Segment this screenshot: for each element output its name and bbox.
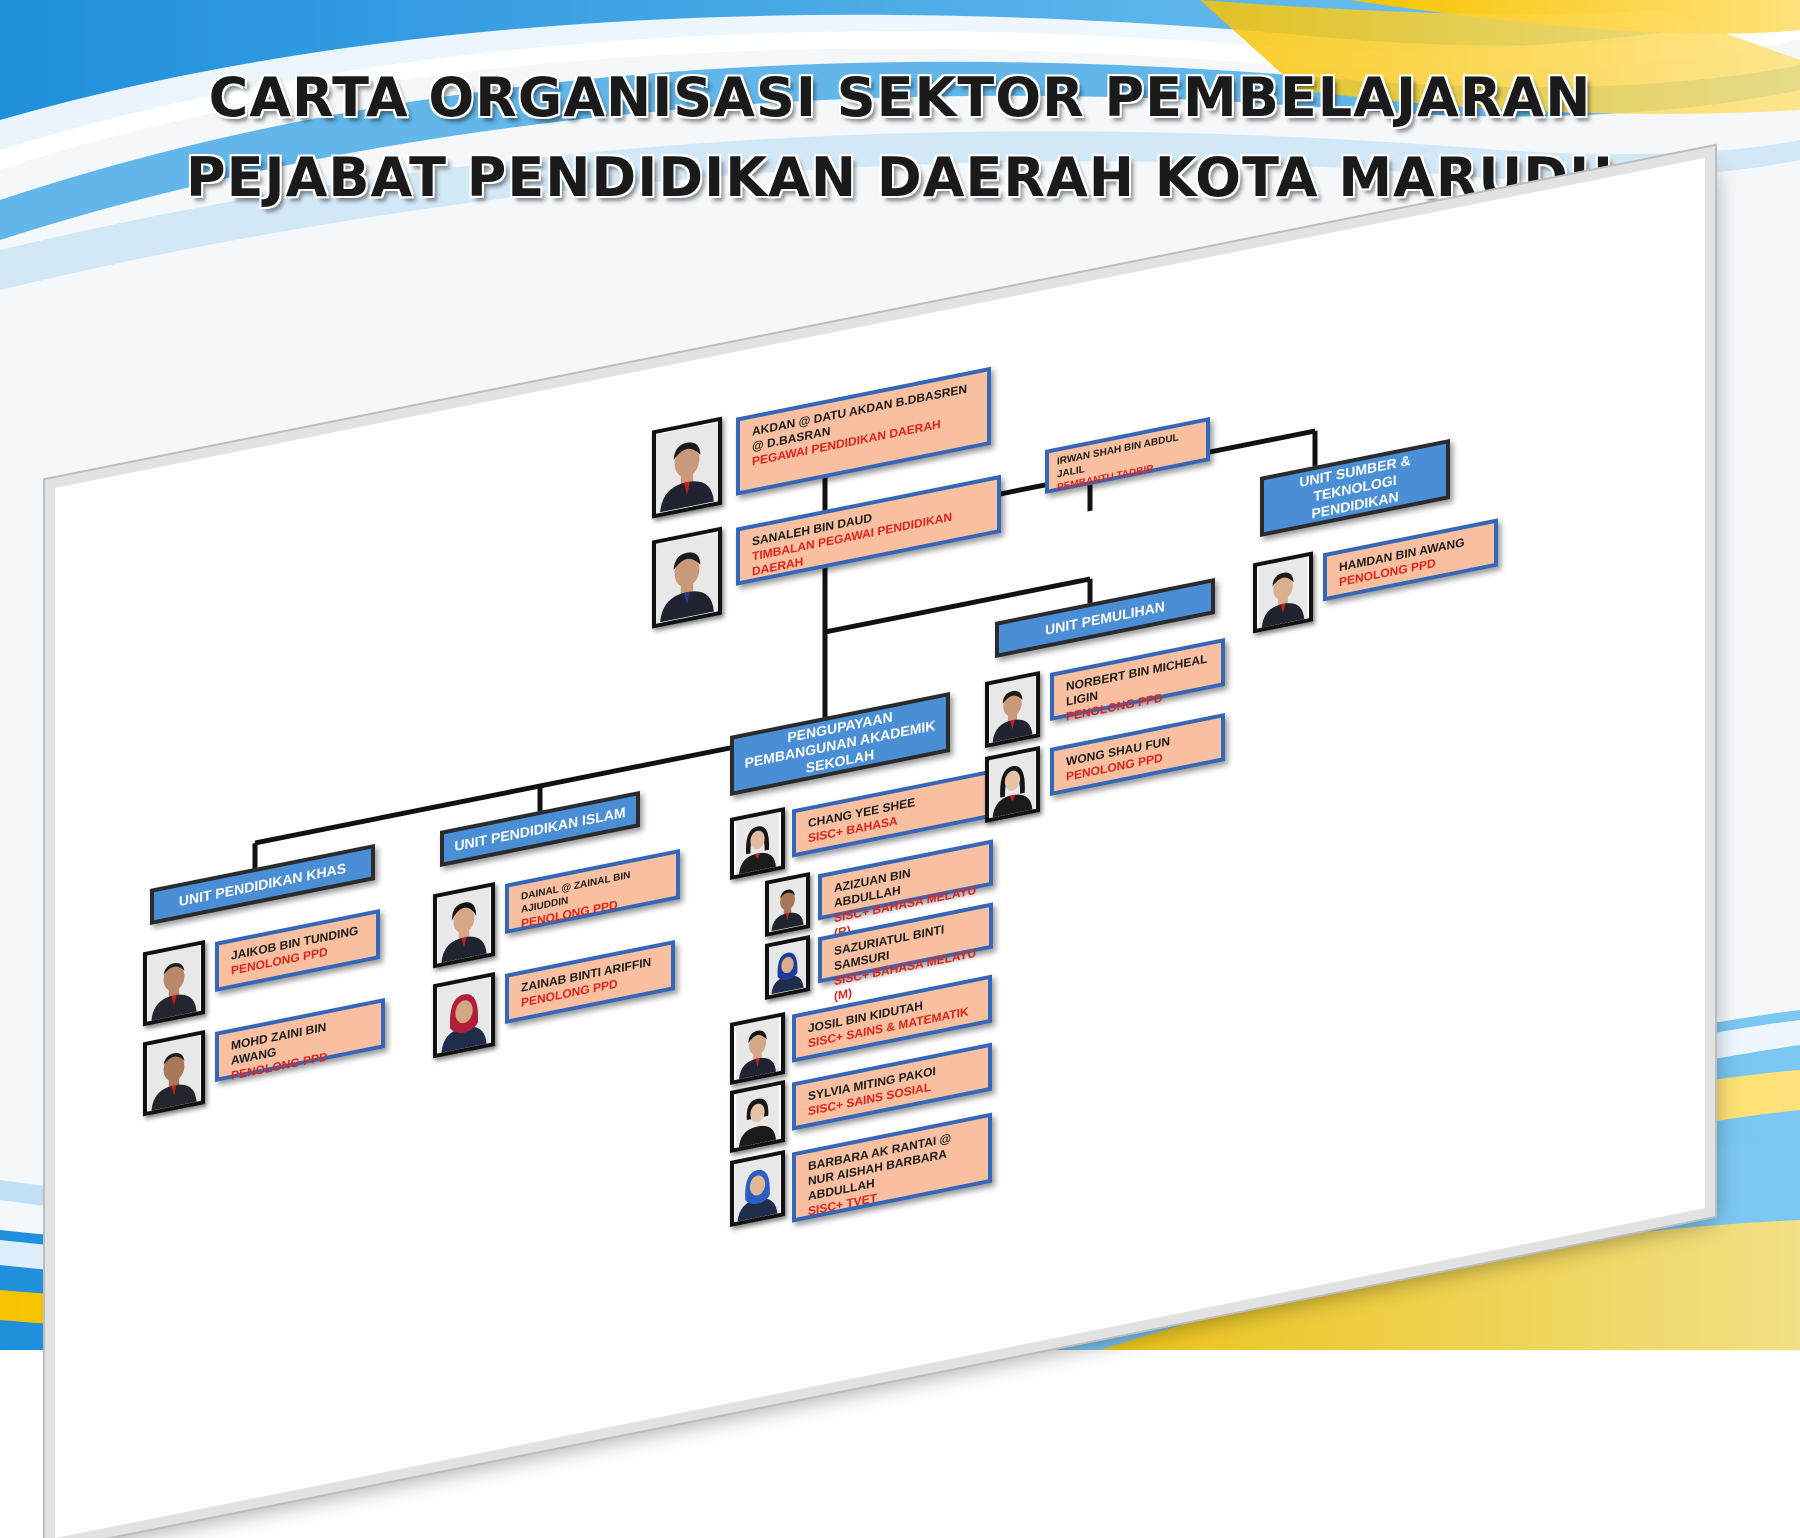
photo-avatar	[730, 807, 785, 880]
photo-avatar	[765, 872, 810, 937]
photo-avatar	[730, 1080, 785, 1153]
photo-avatar	[1253, 551, 1313, 634]
page-title-line-1: CARTA ORGANISASI SEKTOR PEMBELAJARAN	[208, 66, 1592, 129]
photo-avatar	[985, 671, 1040, 748]
org-chart-panel: AKDAN @ DATU AKDAN B.DBASREN @ D.BASRAN …	[55, 158, 1705, 1538]
photo-avatar	[143, 1030, 205, 1117]
photo-avatar	[143, 940, 205, 1027]
photo-avatar	[652, 526, 722, 629]
photo-avatar	[433, 972, 495, 1059]
photo-avatar	[433, 882, 495, 969]
photo-avatar	[765, 935, 810, 1000]
page-title-line-2: PEJABAT PENDIDIKAN DAERAH KOTA MARUDU	[186, 146, 1614, 209]
photo-avatar	[985, 746, 1040, 823]
photo-avatar	[730, 1012, 785, 1085]
org-chart: AKDAN @ DATU AKDAN B.DBASREN @ D.BASRAN …	[55, 158, 1705, 1538]
photo-avatar	[652, 416, 722, 519]
photo-avatar	[730, 1150, 785, 1227]
